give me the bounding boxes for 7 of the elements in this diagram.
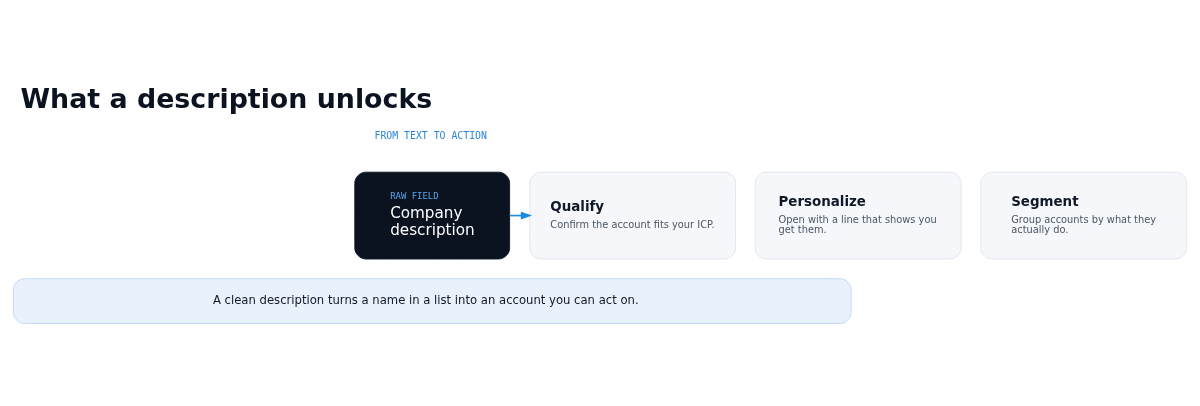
node-box: Personalize Open with a line that shows you get them.: [754, 171, 962, 259]
label: FROM TEXT TO ACTION: [374, 129, 487, 141]
diagram-title: What a description unlocks: [20, 82, 433, 114]
node-box: A clean description turns a name in a list into an account you can act on.: [12, 277, 852, 324]
node-box: RAW FIELD Company description: [354, 171, 511, 259]
node-box: Qualify Confirm the account fits your ICP.: [529, 171, 737, 259]
node-box: Segment Group accounts by what they actually do.: [980, 171, 1188, 259]
